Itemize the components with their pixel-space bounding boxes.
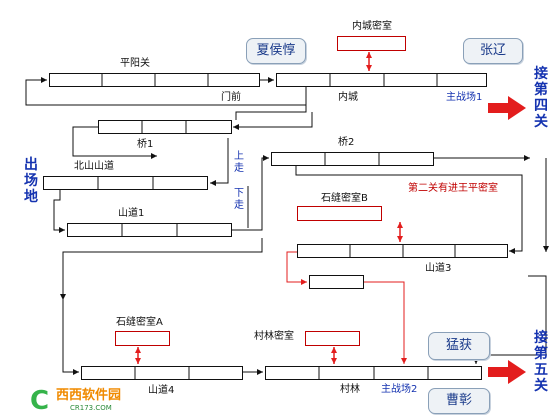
flow-connector [235, 86, 307, 120]
flow-connector [233, 112, 313, 130]
logo-text: 西西软件园 [56, 388, 122, 403]
flow-connector [210, 138, 229, 186]
logo-mark: C [30, 386, 50, 416]
bubble-menghuo: 猛获 [428, 332, 490, 360]
box-shifeng-a [115, 331, 170, 346]
bubble-xiahou: 夏侯惇 [246, 38, 306, 64]
label-xia: 下走 [234, 188, 244, 211]
label-shifeng-a: 石缝密室A [116, 317, 163, 328]
flow-connector [62, 238, 263, 375]
label-mengqian: 门前 [221, 92, 241, 103]
label-next-stage-5: 接第五关 [534, 330, 548, 394]
bar-small-passage [309, 275, 364, 289]
flow-connector [53, 190, 65, 233]
label-shandao1: 山道1 [118, 208, 145, 219]
logo-url: CR173.COM [70, 404, 112, 412]
right-arrow-icon [488, 360, 526, 384]
label-cunlin: 村林 [340, 384, 360, 395]
right-arrow-icon [488, 96, 526, 120]
label-pingyangguan: 平阳关 [120, 58, 150, 69]
box-shifeng-b [297, 206, 382, 221]
label-neicheng: 内城 [338, 92, 358, 103]
label-qiao2: 桥2 [338, 137, 355, 148]
bar-neicheng [276, 73, 487, 87]
label-next-stage-4: 接第四关 [534, 66, 548, 130]
flow-connector [232, 155, 269, 231]
label-shandao4: 山道4 [148, 385, 175, 396]
bar-shandao4 [81, 366, 243, 380]
label-cunlin-mishi: 村林密室 [254, 331, 294, 342]
bar-cunlin [265, 366, 482, 380]
flow-connector [295, 166, 523, 254]
box-neicheng-mishi [337, 36, 406, 51]
red-flow-line [286, 251, 307, 285]
bar-pingyangguan [49, 73, 260, 87]
bubble-zhangliao: 张辽 [463, 38, 523, 64]
label-shang: 上走 [234, 151, 244, 174]
label-shifeng-b: 石缝密室B [321, 193, 368, 204]
label-start: 出场地 [24, 157, 38, 205]
flow-connector [72, 126, 157, 159]
bar-beishan-shandao [43, 176, 208, 190]
label-qiao1: 桥1 [137, 139, 154, 150]
bar-qiao1 [98, 120, 232, 134]
label-shandao3: 山道3 [425, 263, 452, 274]
label-note-secret: 第二关有进王平密室 [408, 183, 498, 194]
label-neicheng-mishi: 内城密室 [352, 21, 392, 32]
box-cunlin-mishi [305, 331, 360, 346]
label-zhuzhanchang2: 主战场2 [381, 384, 418, 395]
label-beishan-shandao: 北山山道 [74, 161, 114, 172]
red-flow-line [364, 281, 407, 364]
bar-shandao3 [297, 244, 508, 258]
bar-shandao1 [67, 223, 232, 237]
label-zhuzhanchang1: 主战场1 [446, 92, 483, 103]
bubble-caozhang: 曹彰 [428, 388, 490, 414]
bar-qiao2 [271, 152, 434, 166]
